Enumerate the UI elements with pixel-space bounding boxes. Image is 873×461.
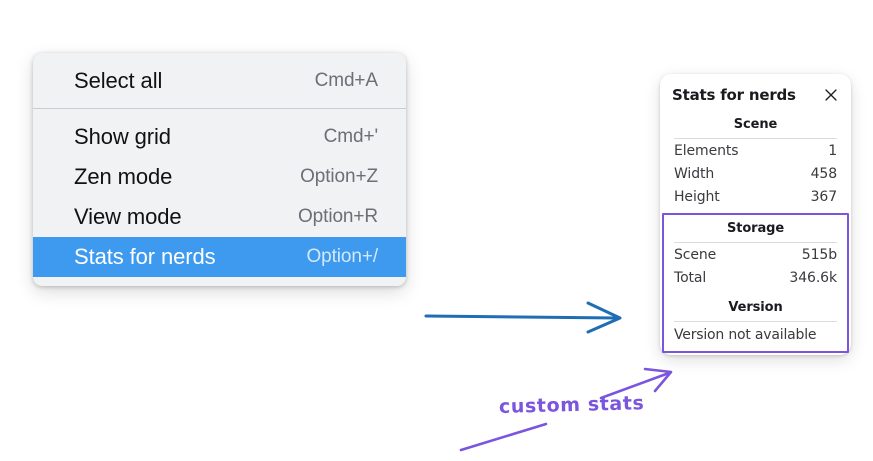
stat-row: Height 367 — [672, 185, 839, 208]
annotation-label: custom stats — [498, 392, 645, 418]
blue-arrow — [424, 301, 622, 334]
section-divider — [674, 321, 837, 322]
menu-item-shortcut: Cmd+' — [323, 126, 378, 147]
menu-item-shortcut: Option+Z — [300, 166, 378, 187]
panel-title: Stats for nerds — [672, 86, 796, 104]
stat-value: 1 — [828, 143, 837, 159]
menu-item-shortcut: Option+R — [298, 206, 378, 227]
section-heading-storage: Storage — [726, 221, 785, 236]
stat-row: Width 458 — [672, 162, 839, 185]
version-note: Version not available — [674, 327, 817, 343]
panel-header: Stats for nerds — [672, 86, 839, 106]
stat-label: Width — [674, 166, 715, 182]
stat-row: Scene 515b — [672, 243, 839, 266]
menu-item-shortcut: Option+/ — [306, 246, 378, 267]
stat-value: 458 — [810, 166, 838, 182]
stat-value: 515b — [801, 247, 837, 263]
section-heading-version: Version — [728, 300, 783, 315]
stat-value: 367 — [810, 189, 838, 205]
stat-label: Height — [674, 189, 720, 205]
menu-item-stats-for-nerds[interactable]: Stats for nerds Option+/ — [33, 237, 406, 277]
stat-label: Elements — [674, 143, 739, 159]
stat-value: 346.6k — [789, 270, 837, 286]
menu-group-1: Select all Cmd+A — [33, 61, 406, 108]
stat-label: Total — [674, 270, 707, 286]
stat-label: Scene — [674, 247, 717, 263]
menu-item-label: Zen mode — [74, 164, 173, 189]
menu-item-view-mode[interactable]: View mode Option+R — [33, 197, 406, 237]
purple-underline-stroke — [459, 422, 548, 452]
section-heading-scene: Scene — [733, 117, 778, 132]
stats-for-nerds-panel: Stats for nerds Scene Elements 1 Width 4… — [660, 74, 851, 355]
menu-item-label: Select all — [74, 68, 163, 93]
menu-item-shortcut: Cmd+A — [314, 70, 378, 91]
custom-stats-highlight-box: Storage Scene 515b Total 346.6k Version … — [662, 213, 849, 353]
menu-item-label: Show grid — [74, 124, 171, 149]
close-icon[interactable] — [823, 87, 839, 103]
section-divider — [674, 242, 837, 243]
menu-item-zen-mode[interactable]: Zen mode Option+Z — [33, 157, 406, 197]
menu-item-label: View mode — [74, 204, 182, 229]
menu-item-label: Stats for nerds — [74, 244, 216, 269]
menu-item-show-grid[interactable]: Show grid Cmd+' — [33, 117, 406, 157]
stat-row: Elements 1 — [672, 139, 839, 162]
context-menu: Select all Cmd+A Show grid Cmd+' Zen mod… — [33, 53, 406, 286]
stat-row: Total 346.6k — [672, 266, 839, 289]
menu-group-2: Show grid Cmd+' Zen mode Option+Z View m… — [33, 108, 406, 277]
section-divider — [674, 138, 837, 139]
menu-item-select-all[interactable]: Select all Cmd+A — [33, 61, 406, 101]
